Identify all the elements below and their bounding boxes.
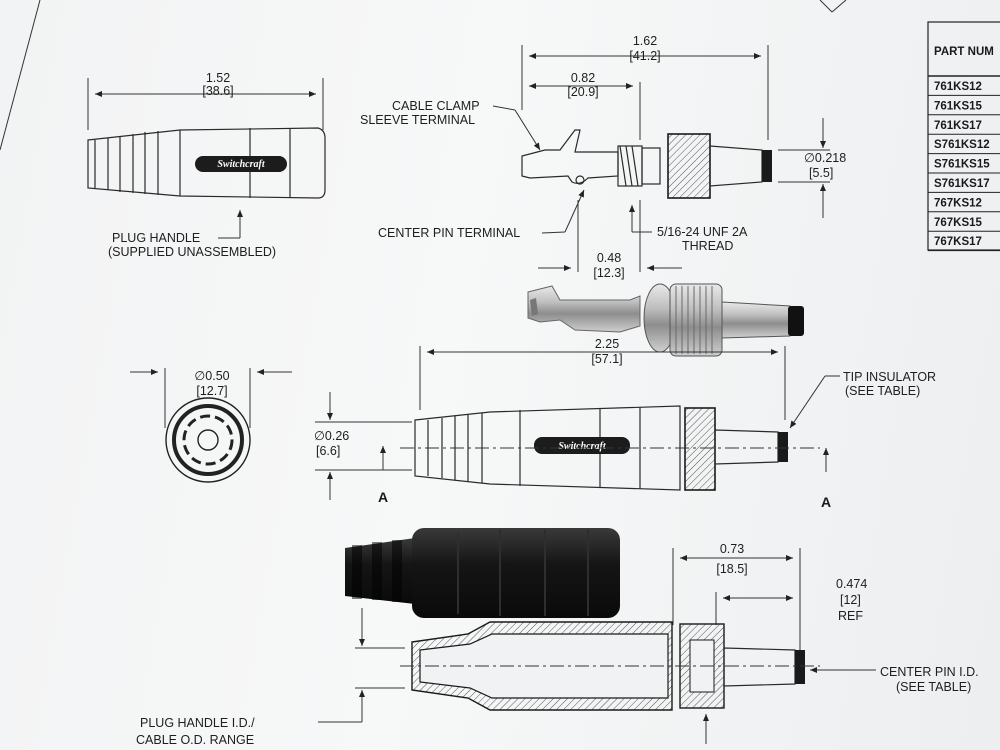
ref-note: REF <box>838 609 863 623</box>
handle-id-sublabel: CABLE O.D. RANGE <box>136 733 254 747</box>
plug-body-drawing: 1.62 [41.2] 0.82 [20.9] ∅0.218 [5.5] CAB… <box>360 34 846 280</box>
section-view-drawing: 0.73 [18.5] 0.474 [12] REF CENTER PIN I.… <box>136 542 979 747</box>
tip-insulator-label: TIP INSULATOR <box>843 370 936 384</box>
ref-length-mm: [12] <box>840 593 861 607</box>
section-mark-right: A <box>821 494 831 510</box>
part-table-row: S761KS12 <box>934 139 990 151</box>
part-table-row: 767KS15 <box>934 217 983 229</box>
part-table-row: 767KS12 <box>934 197 982 209</box>
part-table-header: PART NUM <box>934 46 994 58</box>
sheet-border-top <box>819 0 833 13</box>
thread-label: 5/16-24 UNF 2A <box>657 225 748 239</box>
cable-clamp-label: CABLE CLAMP <box>392 99 480 113</box>
sleeve-terminal-label: SLEEVE TERMINAL <box>360 113 475 127</box>
min-diameter-mm: [6.6] <box>316 444 340 458</box>
nut-length-mm: [18.5] <box>716 562 747 576</box>
center-pin-terminal-label: CENTER PIN TERMINAL <box>378 226 520 240</box>
overall-length-mm: [41.2] <box>629 49 660 63</box>
center-pin-id-label: CENTER PIN I.D. <box>880 665 979 679</box>
assembled-length-mm: [57.1] <box>591 352 622 366</box>
plug-handle-label: PLUG HANDLE <box>112 231 200 245</box>
part-table-row: 761KS12 <box>934 81 982 93</box>
nut-length-in: 0.73 <box>720 542 744 556</box>
handle-diameter-mm: [12.7] <box>196 384 227 398</box>
sheet-border-top-2 <box>831 0 847 13</box>
thread-sublabel: THREAD <box>682 239 733 253</box>
plug-handle-drawing: 1.52 [38.6] Switchcraft PLUG HANDLE (SUP… <box>87 71 326 259</box>
tip-diameter-mm: [5.5] <box>809 166 833 180</box>
part-table-row: 761KS17 <box>934 120 982 132</box>
ref-length-in: 0.474 <box>836 577 867 591</box>
assembled-length-in: 2.25 <box>595 337 619 351</box>
tip-diameter-in: ∅0.218 <box>804 151 846 165</box>
assembled-drawing: 2.25 [57.1] Switchcraft A A ∅0.26 [6.6] … <box>314 337 936 510</box>
rubber-handle-photo <box>345 528 620 618</box>
part-table-row: S761KS17 <box>934 178 990 190</box>
terminal-length-mm: [20.9] <box>567 85 598 99</box>
handle-length-mm: [38.6] <box>202 84 233 98</box>
min-diameter-in: ∅0.26 <box>314 429 349 443</box>
handle-id-label: PLUG HANDLE I.D./ <box>140 716 255 730</box>
center-pin-id-sublabel: (SEE TABLE) <box>896 680 971 694</box>
tip-insulator-sublabel: (SEE TABLE) <box>845 384 920 398</box>
pin-offset-mm: [12.3] <box>593 266 624 280</box>
pin-offset-in: 0.48 <box>597 251 621 265</box>
handle-diameter-in: ∅0.50 <box>194 369 229 383</box>
part-number-table: PART NUM 761KS12 761KS15 761KS17S761KS12S7… <box>927 21 1000 252</box>
terminal-length-in: 0.82 <box>571 71 595 85</box>
handle-length-in: 1.52 <box>206 71 230 85</box>
metal-plug-photo <box>527 283 804 357</box>
brand-logo-mid: Switchcraft <box>558 441 606 452</box>
sheet-border-left <box>0 0 41 151</box>
plug-handle-sublabel: (SUPPLIED UNASSEMBLED) <box>108 245 276 259</box>
part-table-row: 767KS17 <box>934 236 982 248</box>
part-table-row: S761KS15 <box>934 159 990 171</box>
overall-length-in: 1.62 <box>633 34 657 48</box>
section-mark-left: A <box>378 489 388 505</box>
brand-logo-top: Switchcraft <box>217 159 265 170</box>
end-view-drawing: ∅0.50 [12.7] <box>130 368 292 483</box>
part-table-row: 761KS15 <box>934 100 983 112</box>
